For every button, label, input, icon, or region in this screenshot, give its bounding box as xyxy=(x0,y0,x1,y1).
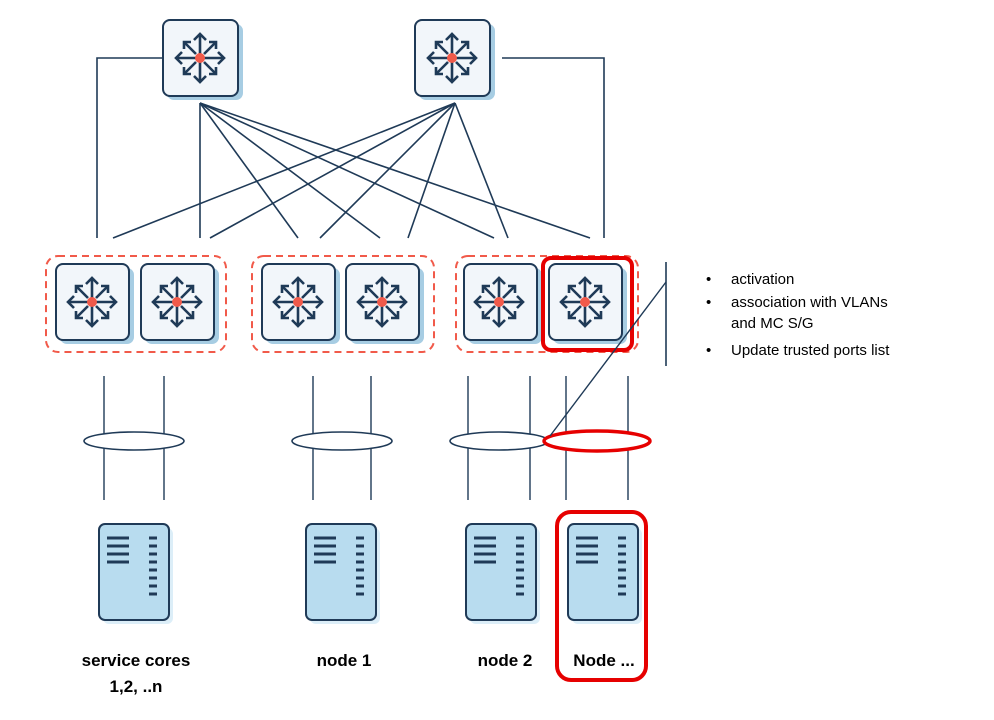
note-activation: activation xyxy=(731,271,794,288)
leaf-group-node2 xyxy=(455,255,639,353)
leaf-group-node1 xyxy=(251,255,435,353)
server-icon xyxy=(304,522,378,622)
bullet-icon: • xyxy=(706,294,711,311)
spine-router-left xyxy=(162,19,243,100)
leaf-router xyxy=(140,263,219,344)
bullet-icon: • xyxy=(706,271,711,288)
label-service-cores: service cores xyxy=(82,651,191,670)
bullet-icon: • xyxy=(706,342,711,359)
server-node-n xyxy=(566,522,642,624)
router-icon xyxy=(559,276,611,328)
leaf-router xyxy=(55,263,134,344)
server-icon xyxy=(464,522,538,622)
server-service-cores xyxy=(97,522,173,624)
leaf-router xyxy=(463,263,542,344)
label-node-n: Node ... xyxy=(573,651,634,670)
router-icon xyxy=(66,276,118,328)
router-icon xyxy=(174,32,226,84)
leaf-router xyxy=(345,263,424,344)
left-spine-side-link xyxy=(96,57,163,238)
lag-ellipse xyxy=(449,431,549,451)
right-spine-side-link xyxy=(502,57,605,238)
router-icon xyxy=(356,276,408,328)
router-icon xyxy=(272,276,324,328)
label-service-cores-range: 1,2, ..n xyxy=(110,677,163,696)
leaf-router-highlighted xyxy=(548,263,627,344)
fabric-links xyxy=(112,102,591,239)
notes-list: • activation • association with VLANs an… xyxy=(706,271,890,359)
callout-line xyxy=(549,281,667,437)
server-icon xyxy=(97,522,171,622)
lag-ellipse xyxy=(83,431,185,451)
label-node2: node 2 xyxy=(478,651,533,670)
server-icon xyxy=(566,522,640,622)
spine-router-right xyxy=(414,19,495,100)
server-node2 xyxy=(464,522,540,624)
lag-ellipse xyxy=(291,431,393,451)
router-icon xyxy=(473,276,525,328)
router-icon xyxy=(151,276,203,328)
highlight-box-node xyxy=(555,510,648,682)
spine-side-links xyxy=(96,57,605,238)
lag-ellipse-highlighted xyxy=(542,429,652,453)
leaf-group-service xyxy=(45,255,227,353)
router-icon xyxy=(426,32,478,84)
label-node1: node 1 xyxy=(317,651,372,670)
leaf-router xyxy=(261,263,340,344)
highlight-box-leaf xyxy=(541,256,634,352)
note-association-cont: and MC S/G xyxy=(731,315,814,332)
note-trusted-ports: Update trusted ports list xyxy=(731,342,890,359)
note-association: association with VLANs xyxy=(731,294,888,311)
server-node1 xyxy=(304,522,380,624)
